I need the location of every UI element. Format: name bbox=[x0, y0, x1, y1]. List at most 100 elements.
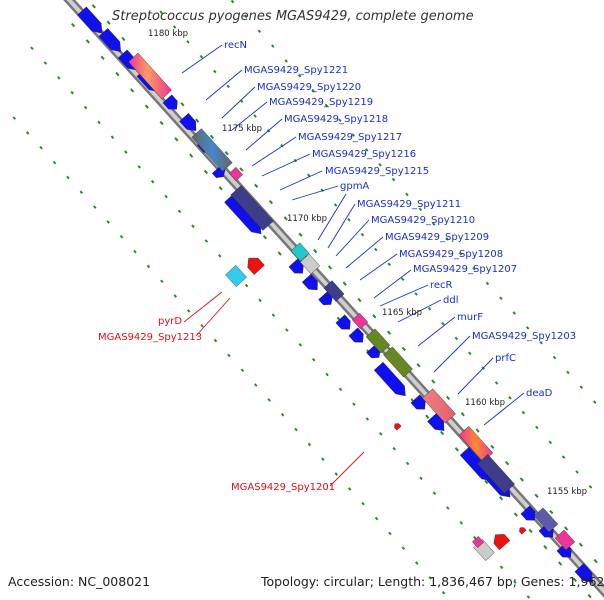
genome-title: Streptococcus pyogenes MGAS9429, complet… bbox=[112, 9, 474, 24]
gene-label: gpmA bbox=[340, 181, 369, 192]
guide-dot bbox=[254, 383, 258, 387]
scale-tick bbox=[106, 20, 111, 25]
dotted-guide-lines bbox=[12, 0, 598, 599]
label-connector-line bbox=[231, 101, 268, 131]
guide-dot bbox=[57, 76, 61, 80]
gene-label: MGAS9429_Spy1215 bbox=[325, 166, 429, 177]
kbp-label: 1155 kbp bbox=[547, 487, 587, 497]
guide-dot bbox=[333, 203, 338, 207]
scale-tick bbox=[203, 169, 208, 175]
reverse-gene-labels: pyrD MGAS9429_Spy1213 MGAS9429_Spy1201 bbox=[98, 316, 335, 493]
guide-dot bbox=[30, 46, 34, 50]
guide-dot bbox=[401, 546, 406, 551]
guide-dot bbox=[472, 535, 477, 540]
forward-gene-arrow bbox=[335, 314, 351, 330]
gene-label: MGAS9429_Spy1201 bbox=[231, 482, 335, 493]
scale-tick bbox=[100, 55, 105, 60]
label-connector-line bbox=[433, 335, 471, 373]
guide-dot bbox=[164, 194, 168, 199]
guide-dot bbox=[364, 148, 369, 152]
guide-dot bbox=[499, 296, 503, 301]
guide-dot bbox=[172, 25, 177, 29]
scale-tick bbox=[439, 430, 445, 436]
guide-dot bbox=[159, 10, 163, 14]
label-connector-line bbox=[291, 185, 339, 201]
accession-text: Accession: NC_008021 bbox=[8, 574, 151, 589]
guide-dot bbox=[258, 298, 262, 303]
scale-tick bbox=[159, 120, 164, 126]
guide-dot bbox=[150, 179, 155, 184]
gene-label: MGAS9429_Spy1219 bbox=[269, 97, 373, 108]
scale-tick bbox=[401, 346, 406, 352]
guide-dot bbox=[257, 29, 262, 34]
forward-gene-arrow bbox=[301, 273, 318, 291]
forward-gene-arrow bbox=[410, 394, 426, 410]
reverse-gene-arrow bbox=[394, 423, 402, 431]
scale-tick bbox=[71, 22, 76, 28]
scale-tick bbox=[91, 4, 96, 9]
guide-dot bbox=[485, 281, 490, 286]
guide-dot bbox=[218, 254, 222, 258]
guide-dot bbox=[388, 531, 392, 536]
colored-gene-box bbox=[229, 166, 243, 182]
gene-label: MGAS9429_Spy1216 bbox=[312, 149, 416, 160]
kbp-label: 1165 kbp bbox=[382, 308, 422, 318]
gene-label: MGAS9429_Spy1221 bbox=[244, 65, 348, 76]
guide-dot bbox=[472, 266, 476, 271]
kbp-label: 1170 kbp bbox=[287, 214, 327, 224]
scale-tick bbox=[174, 137, 179, 142]
scale-tick bbox=[386, 330, 392, 335]
guide-dot bbox=[267, 398, 271, 402]
gene-label: MGAS9429_Spy1208 bbox=[399, 249, 503, 260]
guide-dot bbox=[321, 457, 325, 462]
guide-dot bbox=[361, 501, 365, 506]
guide-dot bbox=[25, 131, 30, 135]
colored-gene-box bbox=[299, 253, 321, 275]
forward-gene-arrow bbox=[162, 94, 178, 110]
forward-gene-labels: recN MGAS9429_Spy1221 MGAS9429_Spy1220 M… bbox=[224, 40, 576, 399]
scale-tick bbox=[224, 151, 229, 156]
guide-dot bbox=[110, 135, 115, 139]
label-connector-line bbox=[251, 136, 297, 167]
guide-dot bbox=[106, 220, 110, 224]
reverse-gene-box bbox=[225, 265, 247, 287]
colored-gene-box bbox=[422, 388, 456, 424]
kbp-label: 1175 kbp bbox=[222, 124, 262, 134]
colored-gene-box bbox=[533, 507, 559, 533]
guide-dot bbox=[160, 279, 164, 284]
scale-tick bbox=[564, 526, 569, 531]
guide-dot bbox=[338, 387, 343, 392]
scale-tick bbox=[195, 118, 200, 123]
gene-label: MGAS9429_Spy1220 bbox=[257, 82, 361, 93]
gene-label: MGAS9429_Spy1203 bbox=[472, 331, 576, 342]
guide-dot bbox=[294, 427, 298, 432]
guide-dot bbox=[79, 190, 84, 195]
guide-dot bbox=[240, 368, 245, 373]
colored-gene-box bbox=[365, 328, 391, 354]
guide-dot bbox=[12, 116, 17, 120]
scale-tick bbox=[543, 545, 548, 550]
guide-dot bbox=[593, 400, 597, 404]
guide-dot bbox=[499, 565, 504, 570]
label-connector-line bbox=[183, 291, 223, 323]
guide-dot bbox=[285, 328, 289, 332]
scale-tick bbox=[180, 102, 185, 107]
guide-dot bbox=[441, 321, 445, 326]
label-connector-line bbox=[279, 170, 323, 191]
guide-dot bbox=[445, 237, 449, 241]
guide-dot bbox=[441, 590, 446, 595]
reverse-gene-box bbox=[472, 536, 484, 548]
guide-dot bbox=[213, 69, 217, 74]
scale-tick bbox=[572, 577, 577, 582]
colored-gene-box bbox=[383, 346, 413, 378]
scale-tick bbox=[189, 153, 194, 158]
reverse-gene-arrow bbox=[519, 527, 527, 535]
label-connector-line bbox=[221, 86, 256, 119]
guide-dot bbox=[374, 516, 379, 521]
scale-tick bbox=[130, 88, 135, 93]
guide-dot bbox=[146, 264, 151, 269]
scale-tick bbox=[327, 265, 333, 270]
guide-dot bbox=[325, 372, 329, 377]
guide-dot bbox=[575, 470, 579, 474]
forward-gene-arrow bbox=[77, 6, 103, 34]
